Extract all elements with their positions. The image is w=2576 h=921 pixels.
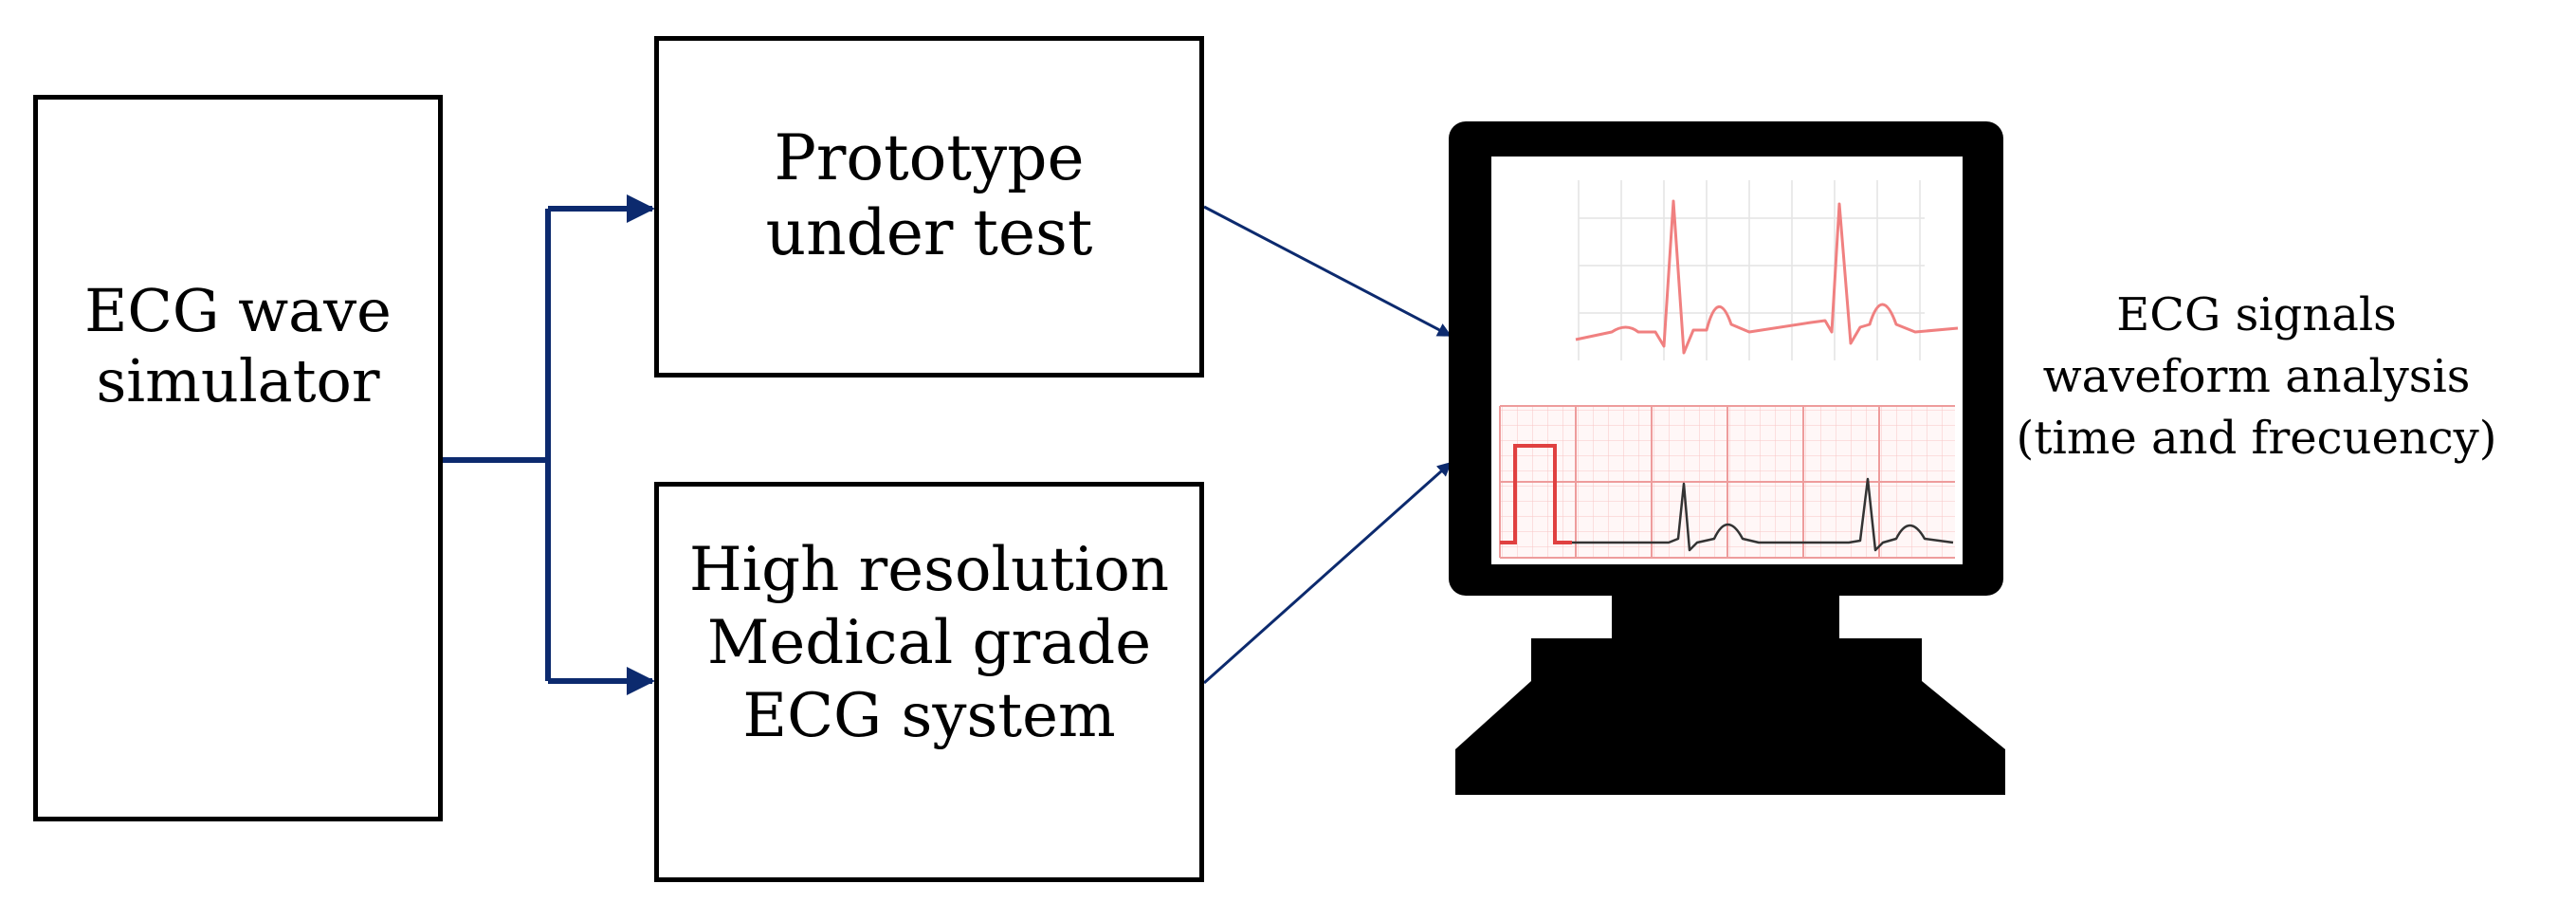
monitor-base-plate <box>1455 749 2005 795</box>
splitter-connector <box>443 194 655 695</box>
prototype-label-line-1: Prototype <box>774 121 1085 194</box>
monitor-neck <box>1612 596 1839 638</box>
arrows-to-monitor <box>1203 205 1452 685</box>
reference-label-line-2: Medical grade <box>706 607 1152 678</box>
simulator-label-line-2: simulator <box>96 346 380 416</box>
ecg-wave-simulator-box: ECG wave simulator <box>33 95 443 821</box>
simulator-label: ECG wave simulator <box>38 276 438 417</box>
reference-label: High resolution Medical grade ECG system <box>659 534 1199 752</box>
reference-ecg-system-box: High resolution Medical grade ECG system <box>654 482 1204 882</box>
prototype-under-test-box: Prototype under test <box>654 36 1204 378</box>
prototype-label-line-2: under test <box>765 196 1093 270</box>
output-label-line-3: (time and frecuency) <box>2016 411 2497 465</box>
output-label-line-2: waveform analysis <box>2042 349 2471 403</box>
monitor-base-top <box>1531 638 1922 681</box>
output-label-line-1: ECG signals <box>2116 288 2397 341</box>
arrow-reference-to-monitor <box>1203 461 1452 685</box>
reference-label-line-3: ECG system <box>742 680 1116 751</box>
output-analysis-label: ECG signals waveform analysis (time and … <box>1972 285 2541 469</box>
screen-trace-lower <box>1499 405 1955 559</box>
monitor-base-slope <box>1455 681 2005 749</box>
arrow-prototype-to-monitor <box>1203 205 1452 338</box>
simulator-label-line-1: ECG wave <box>84 276 392 345</box>
screen-trace-upper <box>1575 180 1959 360</box>
prototype-label: Prototype under test <box>659 120 1199 270</box>
reference-label-line-1: High resolution <box>688 535 1170 605</box>
